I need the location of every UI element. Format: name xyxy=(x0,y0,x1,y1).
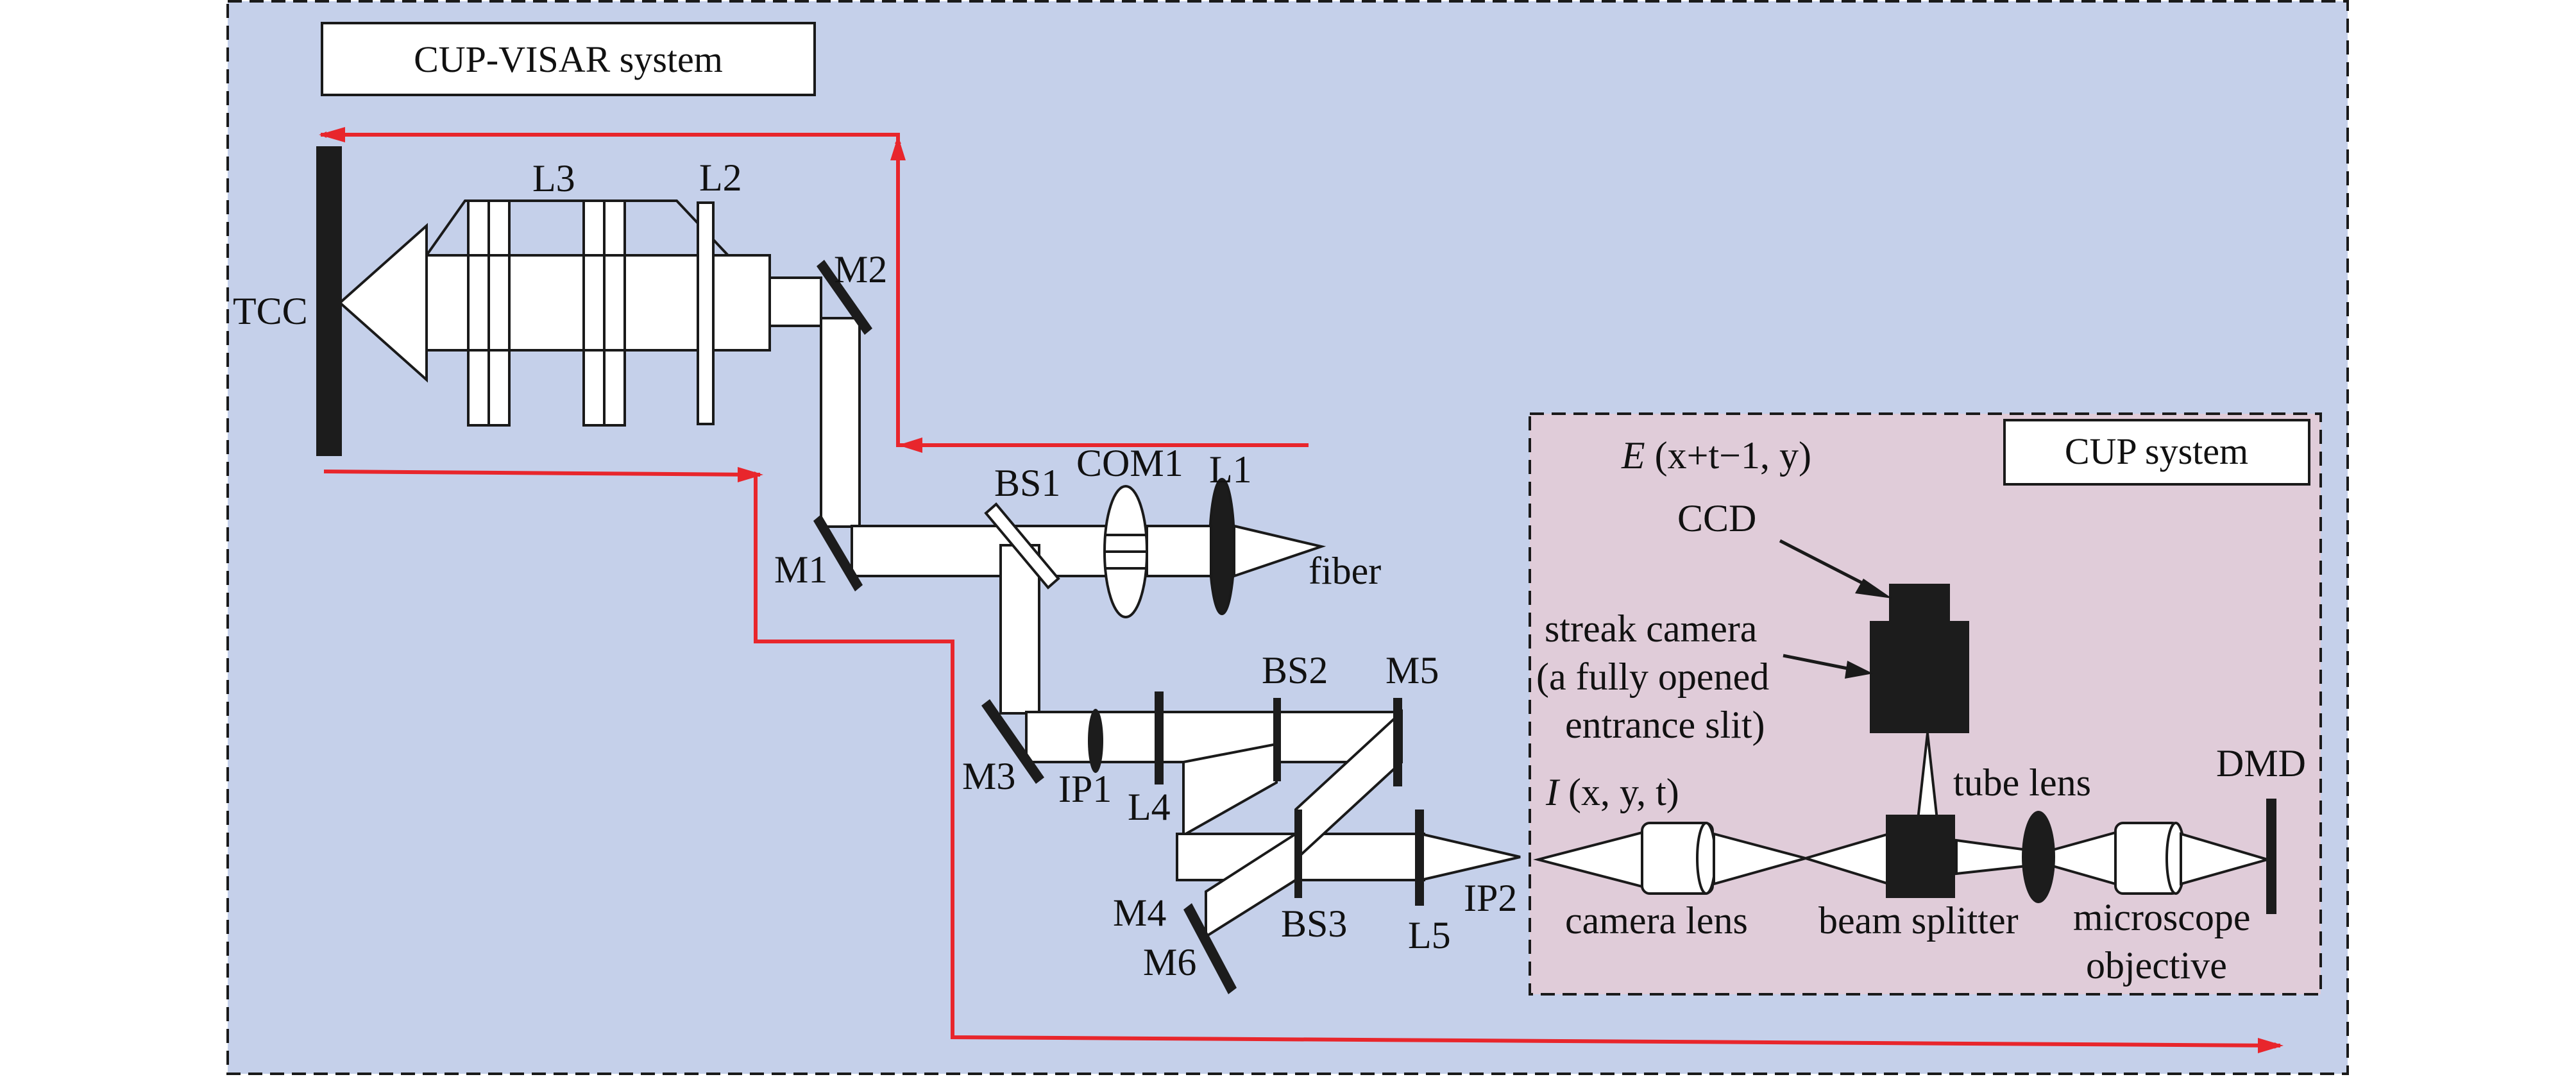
label-m4: M4 xyxy=(1113,892,1166,934)
iris-ip1 xyxy=(1088,709,1103,773)
label-m2: M2 xyxy=(834,248,887,291)
label-streak-camera-1: streak camera xyxy=(1545,607,1757,650)
tube-lens-element xyxy=(2022,811,2055,903)
label-m6: M6 xyxy=(1143,941,1196,983)
cup-labels: E (x+t−1, y) CCD streak camera (a fully … xyxy=(1536,434,2306,987)
label-fiber: fiber xyxy=(1309,550,1381,592)
label-l2: L2 xyxy=(699,157,742,199)
label-ip1: IP1 xyxy=(1058,768,1112,810)
label-microscope-1: microscope xyxy=(2073,896,2251,938)
splitter-bs3 xyxy=(1294,810,1302,898)
cup-title: CUP system xyxy=(2065,430,2248,472)
telescope-assembly xyxy=(337,199,822,427)
beam-splitter-block xyxy=(1886,815,1955,898)
cup-visar-title-box: CUP-VISAR system xyxy=(321,22,816,96)
lens-l4 xyxy=(1155,691,1164,784)
mirror-m2 xyxy=(817,260,872,335)
mirror-m3 xyxy=(981,699,1044,784)
label-m5: M5 xyxy=(1385,649,1439,691)
labels: TCC L3 L2 M2 M1 BS1 COM1 L1 fiber BS2 M5… xyxy=(233,157,1517,983)
label-l3: L3 xyxy=(532,157,575,199)
label-tcc: TCC xyxy=(233,290,308,332)
label-bs3: BS3 xyxy=(1281,903,1347,945)
label-dmd: DMD xyxy=(2216,742,2306,784)
tcc-target xyxy=(316,146,342,456)
label-l4: L4 xyxy=(1128,786,1171,828)
lens-l5 xyxy=(1415,810,1424,906)
label-microscope-2: objective xyxy=(2086,944,2227,987)
label-com1: COM1 xyxy=(1076,442,1183,484)
label-e-formula: E (x+t−1, y) xyxy=(1621,434,1811,477)
label-streak-camera-3: entrance slit) xyxy=(1565,704,1765,746)
label-tube-lens: tube lens xyxy=(1953,761,2091,804)
cup-dark-components xyxy=(1870,584,2276,914)
label-l5: L5 xyxy=(1408,914,1451,956)
label-ccd: CCD xyxy=(1677,497,1756,539)
label-camera-lens: camera lens xyxy=(1565,899,1748,942)
mirrors xyxy=(813,260,1424,994)
mirror-m6 xyxy=(1183,903,1237,994)
mirror-m5 xyxy=(1393,698,1402,786)
splitter-bs2 xyxy=(1273,698,1281,781)
label-bs2: BS2 xyxy=(1262,649,1328,691)
streak-camera-body xyxy=(1870,621,1969,733)
label-beam-splitter: beam splitter xyxy=(1818,899,2019,942)
label-l1: L1 xyxy=(1209,448,1252,491)
dmd-bar xyxy=(2266,799,2276,914)
pointer-arrowheads xyxy=(1845,579,1892,679)
label-bs1: BS1 xyxy=(994,462,1060,504)
label-i-formula: I (x, y, t) xyxy=(1545,771,1679,813)
ccd-head xyxy=(1889,584,1950,623)
label-ip2: IP2 xyxy=(1464,877,1517,919)
cup-visar-title: CUP-VISAR system xyxy=(414,38,723,80)
label-m1: M1 xyxy=(774,548,827,591)
fiber-branch xyxy=(1103,478,1326,618)
label-m3: M3 xyxy=(962,755,1015,797)
signal-arrowheads xyxy=(319,127,2284,1053)
cup-title-box: CUP system xyxy=(2003,419,2310,486)
splitter-bs1 xyxy=(984,502,1060,589)
mirror-m1 xyxy=(813,514,863,591)
label-streak-camera-2: (a fully opened xyxy=(1536,656,1769,698)
cup-optics xyxy=(1533,733,2273,895)
